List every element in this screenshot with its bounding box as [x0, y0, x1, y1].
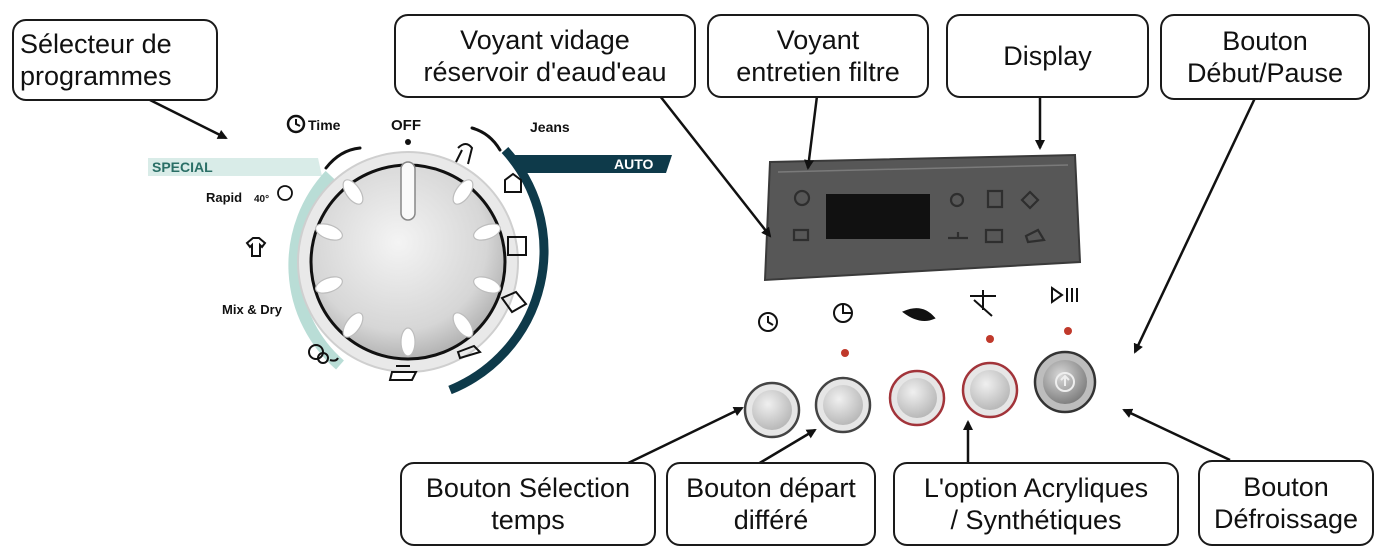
rapid-timer-icon [277, 185, 293, 201]
rapid-label: Rapid [206, 190, 242, 205]
callout-filtre-line2: entretien filtre [736, 57, 900, 87]
dial-pointer [400, 161, 416, 221]
filter-indicator-icon [792, 228, 810, 242]
led-delay [841, 349, 849, 357]
drying-icon [949, 192, 965, 208]
rapid-temp-label: 40° [254, 194, 269, 205]
door-icon [986, 189, 1004, 209]
mix-dry-label: Mix & Dry [222, 302, 283, 317]
callout-differe-line1: Bouton départ [686, 473, 856, 503]
arrow-programmes [149, 98, 228, 140]
feather-icon [902, 308, 936, 321]
special-label: SPECIAL [152, 159, 213, 175]
auto-arc [448, 146, 549, 395]
time-label: Time [308, 117, 341, 133]
jeans-position-mark [470, 126, 502, 152]
button-icons [758, 286, 1078, 332]
shirt-icon [245, 237, 267, 257]
callout-temps-line2: temps [491, 505, 565, 535]
jeans-program-icon [455, 143, 474, 165]
arrow-filtre [804, 95, 819, 170]
led-indicators [841, 327, 1072, 357]
callout-vidage-line2: réservoir d'eaud'eau [423, 57, 667, 87]
callout-temps-line1: Bouton Sélection [425, 473, 631, 503]
hanger-icon [948, 232, 968, 240]
led-anti-crease [986, 335, 994, 343]
cupboard-dry-icon [984, 228, 1004, 244]
arrow-differe [757, 428, 817, 466]
towel-icon [500, 290, 528, 314]
timer-icon [758, 312, 778, 332]
jeans-label: Jeans [530, 119, 570, 135]
ironing-icon [388, 365, 418, 381]
callout-defroissage-line1: Bouton [1243, 472, 1329, 502]
program-icons [245, 143, 528, 381]
tank-indicator-icon [793, 189, 811, 207]
callout-debut-line1: Bouton [1222, 26, 1308, 56]
callout-differe: Bouton départ différé [666, 462, 876, 546]
callout-programmes: Sélecteur de programmes [12, 19, 218, 101]
callout-vidage: Voyant vidage réservoir d'eaud'eau [394, 14, 696, 98]
led-start [1064, 327, 1072, 335]
callout-filtre: Voyant entretien filtre [707, 14, 929, 98]
cupboard-icon [507, 236, 527, 256]
callout-programmes-line1: Sélecteur de [20, 29, 172, 59]
special-arc [288, 170, 344, 370]
arrow-debut [1133, 97, 1257, 354]
pointer-arrows [149, 95, 1257, 468]
callout-display: Display [946, 14, 1149, 98]
auto-band [515, 155, 672, 173]
dial-ticks [315, 179, 501, 357]
program-selector-dial[interactable]: SPECIAL AUTO OFF [148, 114, 672, 395]
anti-crease-icon [970, 290, 996, 317]
lcd-screen [826, 194, 930, 239]
special-band [148, 158, 322, 176]
callout-option: L'option Acryliques / Synthétiques [893, 462, 1179, 546]
time-position-mark [324, 146, 362, 170]
start-pause-button[interactable] [1033, 350, 1097, 414]
iron-icon [456, 344, 482, 360]
cotton-icon [504, 172, 522, 193]
arrow-temps [621, 406, 744, 468]
callout-temps: Bouton Sélection temps [400, 462, 656, 546]
panel-indicators [792, 189, 1046, 244]
fan-icon [1020, 190, 1040, 210]
arrow-vidage [659, 95, 772, 238]
callout-programmes-line2: programmes [20, 61, 172, 91]
callout-vidage-line1: Voyant vidage [460, 25, 630, 55]
callout-debut: Bouton Début/Pause [1160, 14, 1370, 100]
time-select-button[interactable] [743, 381, 801, 439]
iron-dry-icon [1024, 228, 1046, 244]
callout-debut-line2: Début/Pause [1186, 58, 1344, 88]
callout-defroissage: Bouton Défroissage [1198, 460, 1374, 546]
callout-filtre-line1: Voyant [776, 25, 860, 55]
callout-display-line1: Display [1003, 41, 1092, 71]
delay-start-button[interactable] [814, 376, 872, 434]
callout-differe-line2: différé [733, 505, 809, 535]
off-dot [405, 139, 411, 145]
callout-option-line1: L'option Acryliques [923, 473, 1149, 503]
callout-option-line2: / Synthétiques [950, 505, 1122, 535]
anti-crease-button[interactable] [961, 361, 1019, 419]
off-label: OFF [391, 117, 421, 134]
wool-icon [308, 344, 339, 364]
auto-label: AUTO [614, 156, 654, 172]
play-pause-icon [1051, 286, 1078, 304]
arrow-defroissage [1122, 408, 1231, 462]
delay-start-icon [833, 303, 853, 323]
clock-icon [286, 114, 306, 134]
acrylic-option-button[interactable] [888, 369, 946, 427]
control-panel [763, 153, 1082, 282]
callout-defroissage-line2: Défroissage [1213, 504, 1359, 534]
